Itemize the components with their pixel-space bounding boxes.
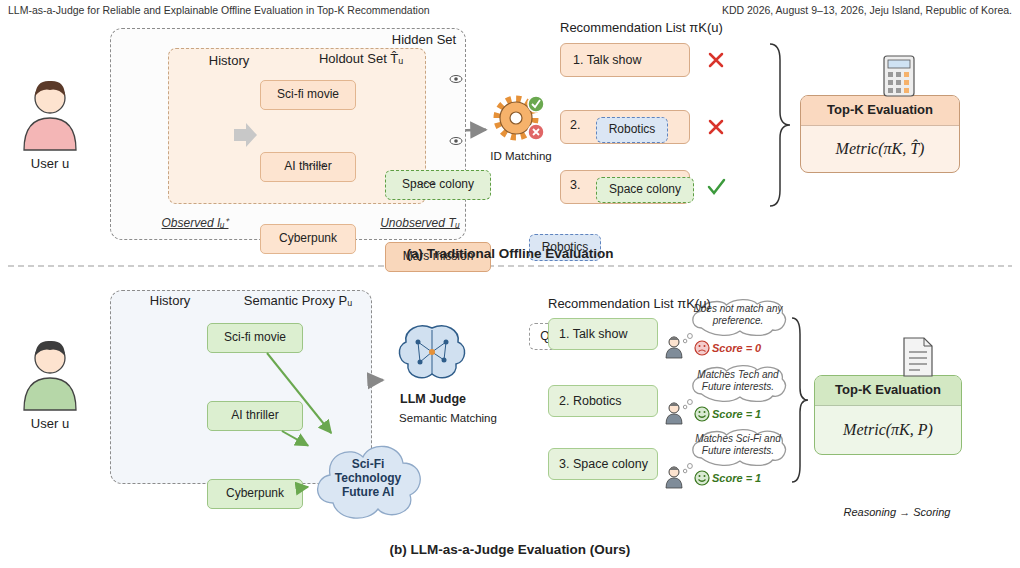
node-text: 2. Robotics	[559, 394, 622, 408]
bubble-tail	[688, 400, 693, 405]
node-text: AI thriller	[231, 409, 278, 423]
list-heading: Recommendation List πK(u)	[548, 296, 768, 312]
thought-bubble: Matches Tech and Future interests.Score …	[688, 364, 788, 402]
evaluation-box: Top-K EvaluationMetric(πK, P)	[814, 375, 962, 455]
node-text: 3.	[570, 178, 590, 192]
node-text: Unobserved Tᵤ	[372, 217, 468, 231]
node-text: History	[174, 54, 284, 69]
judge-icon: LLM JudgeSemantic Matching	[383, 322, 507, 432]
split-arrow	[234, 123, 257, 147]
node-text: ID Matching	[476, 150, 566, 163]
node-text: Space colony	[402, 178, 474, 192]
bubble-tail	[683, 339, 686, 343]
brain-icon	[399, 326, 464, 378]
node-text: Score = 1	[712, 408, 788, 421]
proxy-cloud: Sci-Fi Technology Future AI	[308, 433, 428, 525]
node-text: Metric(πK, T̂)	[836, 126, 925, 172]
list-item: 3. Space colony	[560, 170, 690, 204]
node-text: Top-K Evaluation	[815, 376, 961, 406]
list-item: 1. Talk show	[548, 318, 658, 350]
flow-arrow	[372, 379, 383, 382]
node-text: History	[120, 294, 220, 309]
running-header: LLM-as-a-Judge for Reliable and Explaina…	[8, 4, 648, 17]
history-item: Sci-fi movie	[207, 323, 303, 353]
ellipsis: ......	[404, 172, 444, 188]
list-item: 3. Space colony	[548, 448, 658, 480]
node-text: Top-K Evaluation	[801, 96, 959, 126]
node-text: Sci-fi movie	[277, 88, 339, 102]
bubble-tail	[688, 464, 693, 469]
group-box: History Semantic Proxy Pᵤ Sci-fi movie AI t…	[110, 290, 372, 484]
judge-icon	[666, 337, 682, 489]
flow-arrow	[303, 486, 308, 489]
node-text: 1. Talk show	[573, 53, 642, 67]
panel-caption: (b) LLM-as-a-Judge Evaluation (Ours)	[0, 542, 1020, 558]
history-item: AI thriller	[207, 401, 303, 431]
history-item: Cyberpunk	[260, 224, 356, 254]
list-item: 1. Talk show	[560, 43, 690, 77]
item-highlight: Space colony	[596, 177, 694, 203]
process-note: Reasoning → Scoring	[822, 506, 972, 519]
running-header: KDD 2026, August 9–13, 2026, Jeju Island…	[600, 4, 1012, 17]
node-text: Semantic Matching	[390, 412, 506, 425]
emoji-face	[695, 341, 709, 485]
flow-arrow	[267, 353, 331, 433]
node-text: Matches Sci-Fi and Future interests.	[692, 433, 784, 456]
node-text: Cyberpunk	[279, 232, 337, 246]
item-highlight: Robotics	[596, 117, 668, 143]
user-label: User u	[14, 156, 86, 172]
node-text: Score = 0	[712, 342, 788, 355]
node-text: 2.	[570, 118, 590, 132]
outline-path	[693, 366, 786, 402]
panel-caption: (a) Traditional Offline Evaluation	[0, 246, 1020, 262]
list-heading: Recommendation List πK(u)	[560, 20, 780, 36]
holdout-item: Space colony	[385, 170, 491, 200]
flow-arrow	[282, 431, 308, 446]
node-text: Robotics	[609, 123, 656, 137]
bubble-tail	[683, 469, 686, 473]
bubble-tail	[688, 334, 693, 339]
bubble-tail	[683, 405, 686, 409]
document-icon	[904, 338, 932, 376]
node-text: Metric(πK, P)	[843, 406, 933, 454]
panel-separator	[8, 265, 1012, 266]
history-item: Cyberpunk	[207, 479, 303, 509]
user-icon	[24, 341, 76, 410]
node-text: Sci-fi movie	[224, 331, 286, 345]
node-text: LLM Judge	[383, 392, 483, 406]
history-item: Sci-fi movie	[260, 80, 356, 110]
node-text: Hidden Set	[384, 33, 464, 48]
observed-box: HistoryHoldout Set T̂ᵤSci-fi movieAI thr…	[168, 48, 426, 204]
matching-icon: ID Matching	[486, 92, 556, 166]
node-text: Score = 1	[712, 472, 788, 485]
node-text: Semantic Proxy Pᵤ	[228, 294, 368, 309]
node-text: Matches Tech and Future interests.	[692, 369, 784, 392]
node-text: 3. Space colony	[559, 457, 648, 471]
user-label: User u	[14, 416, 86, 432]
node-text: Holdout Set T̂ᵤ	[298, 52, 424, 67]
merge-brace	[770, 44, 790, 206]
match-marks	[709, 54, 724, 193]
list-item: 2. Robotics	[548, 385, 658, 417]
gear-icon	[497, 96, 544, 140]
evaluation-box: Top-K EvaluationMetric(πK, T̂)	[800, 95, 960, 173]
node-text: Observed Iᵤ⁺	[130, 217, 260, 231]
calculator-icon	[884, 56, 914, 96]
group-box: Hidden SetObserved Iᵤ⁺ Unobserved Tᵤ Histo…	[110, 28, 466, 240]
eye-icon	[450, 76, 462, 145]
ellipsis: ......	[295, 154, 335, 170]
node-text: 1. Talk show	[559, 327, 628, 341]
outline-path	[693, 430, 786, 466]
node-text: Space colony	[609, 183, 681, 197]
thought-bubble: Matches Sci-Fi and Future interests.Scor…	[688, 428, 788, 466]
node-text: Cyberpunk	[226, 487, 284, 501]
flow-arrow	[466, 129, 486, 132]
merge-brace	[792, 318, 808, 482]
list-item: 2. Robotics	[560, 110, 690, 144]
node-text: Sci-Fi Technology Future AI	[327, 458, 409, 499]
outline-path	[318, 446, 421, 518]
user-icon	[24, 81, 76, 150]
